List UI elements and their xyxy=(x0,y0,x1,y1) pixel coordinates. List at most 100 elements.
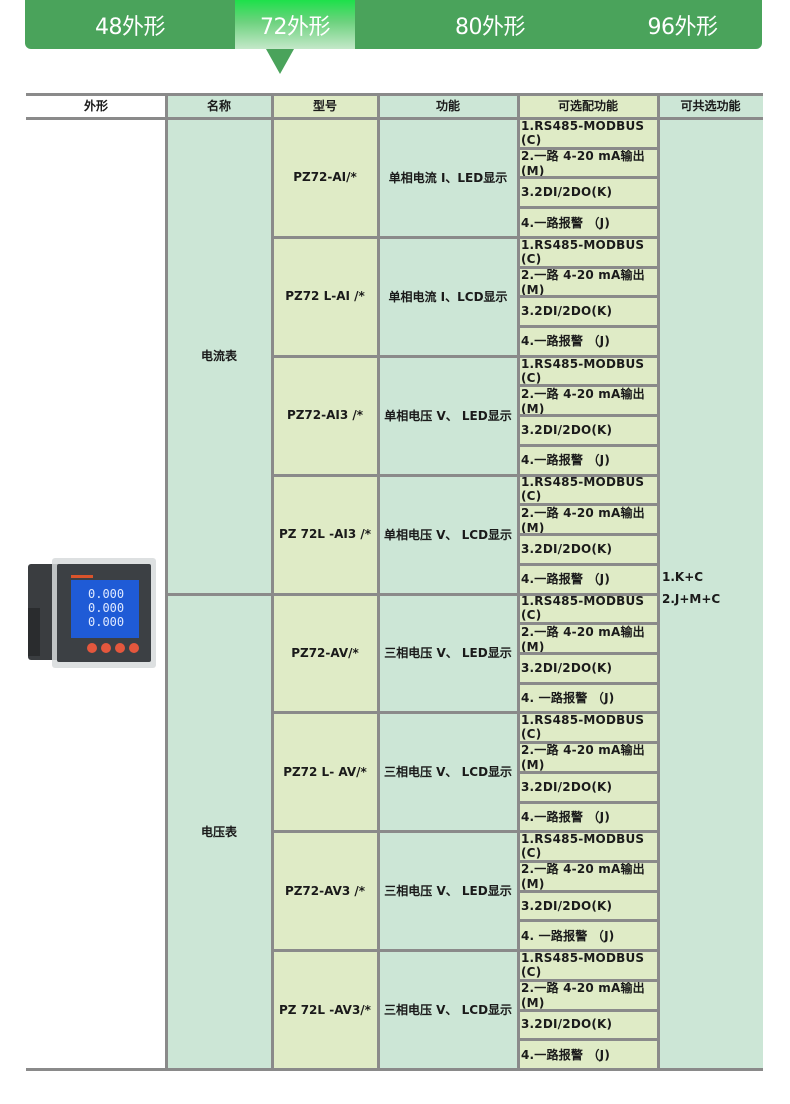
table-top-border xyxy=(26,93,763,96)
common-function-item: 1.K+C xyxy=(662,569,704,584)
header-function: 功能 xyxy=(378,93,518,118)
model-cell: PZ72 L- AV/* xyxy=(272,712,378,832)
option-row-divider xyxy=(518,860,658,863)
common-functions-list: 1.K+C 2.J+M+C xyxy=(662,566,720,610)
panel-meter-image: 0.000 0.000 0.000 xyxy=(28,558,156,668)
function-cell: 三相电压 V、 LED显示 xyxy=(378,831,518,951)
header-optional-functions: 可选配功能 xyxy=(518,93,658,118)
column-divider xyxy=(377,93,380,1070)
header-common-functions: 可共选功能 xyxy=(658,93,763,118)
option-row-divider xyxy=(518,265,658,269)
optional-function-item: 3.2DI/2DO(K) xyxy=(518,890,658,921)
model-cell: PZ72-AI/* xyxy=(272,118,378,237)
option-row-divider xyxy=(518,681,658,685)
option-row-divider xyxy=(518,741,658,745)
header-name: 名称 xyxy=(166,93,272,118)
option-row-divider xyxy=(518,295,658,299)
optional-function-item: 4. 一路报警 （J) xyxy=(518,920,658,951)
option-row-divider xyxy=(518,325,658,329)
tab-72-active[interactable]: 72外形 xyxy=(235,0,355,49)
reading-1: 0.000 xyxy=(88,587,124,601)
option-row-divider xyxy=(518,919,658,923)
optional-function-item: 2.一路 4-20 mA输出 (M) xyxy=(518,979,658,1010)
model-row-divider xyxy=(272,473,658,477)
appearance-tab-bar: 48外形 72外形 80外形 96外形 xyxy=(25,0,762,49)
menu-button-icon xyxy=(129,643,139,653)
optional-function-item: 1.RS485-MODBUS (C) xyxy=(518,712,658,743)
optional-function-item: 2.一路 4-20 mA输出 (M) xyxy=(518,623,658,654)
set-button-icon xyxy=(87,643,97,653)
optional-function-item: 4.一路报警 （J) xyxy=(518,326,658,356)
optional-function-item: 4.一路报警 （J) xyxy=(518,801,658,832)
tab-80[interactable]: 80外形 xyxy=(455,14,526,40)
model-row-divider xyxy=(272,830,658,834)
model-row-divider xyxy=(272,235,658,239)
model-cell: PZ 72L -AI3 /* xyxy=(272,474,378,594)
header-appearance: 外形 xyxy=(26,93,166,118)
active-tab-pointer-icon xyxy=(266,49,294,74)
tab-48[interactable]: 48外形 xyxy=(95,14,166,40)
optional-function-item: 2.一路 4-20 mA输出 (M) xyxy=(518,861,658,891)
right-button-icon xyxy=(115,643,125,653)
option-row-divider xyxy=(518,503,658,507)
optional-function-item: 4. 一路报警 （J) xyxy=(518,682,658,713)
model-row-divider xyxy=(272,711,658,715)
function-cell: 单相电压 V、 LCD显示 xyxy=(378,474,518,594)
model-row-divider xyxy=(272,354,658,358)
group-name-0: 电流表 xyxy=(166,118,272,594)
meter-side xyxy=(28,608,40,656)
column-divider xyxy=(165,93,168,1070)
option-row-divider xyxy=(518,146,658,150)
optional-function-item: 1.RS485-MODBUS (C) xyxy=(518,474,658,505)
option-row-divider xyxy=(518,533,658,537)
optional-function-item: 2.一路 4-20 mA输出 (M) xyxy=(518,504,658,535)
option-row-divider xyxy=(518,206,658,210)
optional-function-item: 1.RS485-MODBUS (C) xyxy=(518,236,658,267)
model-row-divider xyxy=(272,949,658,953)
option-row-divider xyxy=(518,562,658,566)
model-cell: PZ72-AI3 /* xyxy=(272,355,378,475)
reading-2: 0.000 xyxy=(88,601,124,615)
optional-function-item: 3.2DI/2DO(K) xyxy=(518,1009,658,1040)
option-row-divider xyxy=(518,770,658,774)
optional-function-item: 3.2DI/2DO(K) xyxy=(518,296,658,327)
option-row-divider xyxy=(518,622,658,626)
model-cell: PZ72-AV3 /* xyxy=(272,831,378,951)
option-row-divider xyxy=(518,1038,658,1042)
function-cell: 三相电压 V、 LED显示 xyxy=(378,593,518,713)
optional-function-item: 3.2DI/2DO(K) xyxy=(518,534,658,564)
reading-3: 0.000 xyxy=(88,615,124,629)
optional-function-item: 4.一路报警 （J) xyxy=(518,563,658,594)
table-bottom-border xyxy=(26,1068,763,1072)
option-row-divider xyxy=(518,443,658,447)
header-bottom-border xyxy=(26,117,763,120)
optional-function-item: 4.一路报警 （J) xyxy=(518,207,658,237)
optional-function-item: 3.2DI/2DO(K) xyxy=(518,415,658,445)
function-cell: 单相电流 I、LED显示 xyxy=(378,118,518,237)
common-functions-cell xyxy=(658,118,763,1070)
optional-function-item: 4.一路报警 （J) xyxy=(518,1039,658,1070)
option-row-divider xyxy=(518,651,658,655)
optional-function-item: 1.RS485-MODBUS (C) xyxy=(518,593,658,624)
optional-function-item: 2.一路 4-20 mA输出 (M) xyxy=(518,266,658,297)
optional-function-item: 2.一路 4-20 mA输出 (M) xyxy=(518,147,658,178)
function-cell: 单相电流 I、LCD显示 xyxy=(378,236,518,356)
header-model: 型号 xyxy=(272,93,378,118)
option-row-divider xyxy=(518,1008,658,1012)
optional-function-item: 1.RS485-MODBUS (C) xyxy=(518,355,658,386)
model-cell: PZ72 L-AI /* xyxy=(272,236,378,356)
option-row-divider xyxy=(518,800,658,804)
option-row-divider xyxy=(518,414,658,418)
model-cell: PZ72-AV/* xyxy=(272,593,378,713)
optional-function-item: 4.一路报警 （J) xyxy=(518,444,658,475)
column-divider xyxy=(657,93,660,1070)
group-name-1: 电压表 xyxy=(166,593,272,1070)
option-row-divider xyxy=(518,384,658,388)
optional-function-item: 3.2DI/2DO(K) xyxy=(518,177,658,208)
tab-96[interactable]: 96外形 xyxy=(647,14,719,40)
function-cell: 三相电压 V、 LCD显示 xyxy=(378,712,518,832)
optional-function-item: 1.RS485-MODBUS (C) xyxy=(518,950,658,980)
optional-function-item: 1.RS485-MODBUS (C) xyxy=(518,118,658,148)
common-function-item: 2.J+M+C xyxy=(662,591,721,606)
column-divider xyxy=(271,93,274,1070)
